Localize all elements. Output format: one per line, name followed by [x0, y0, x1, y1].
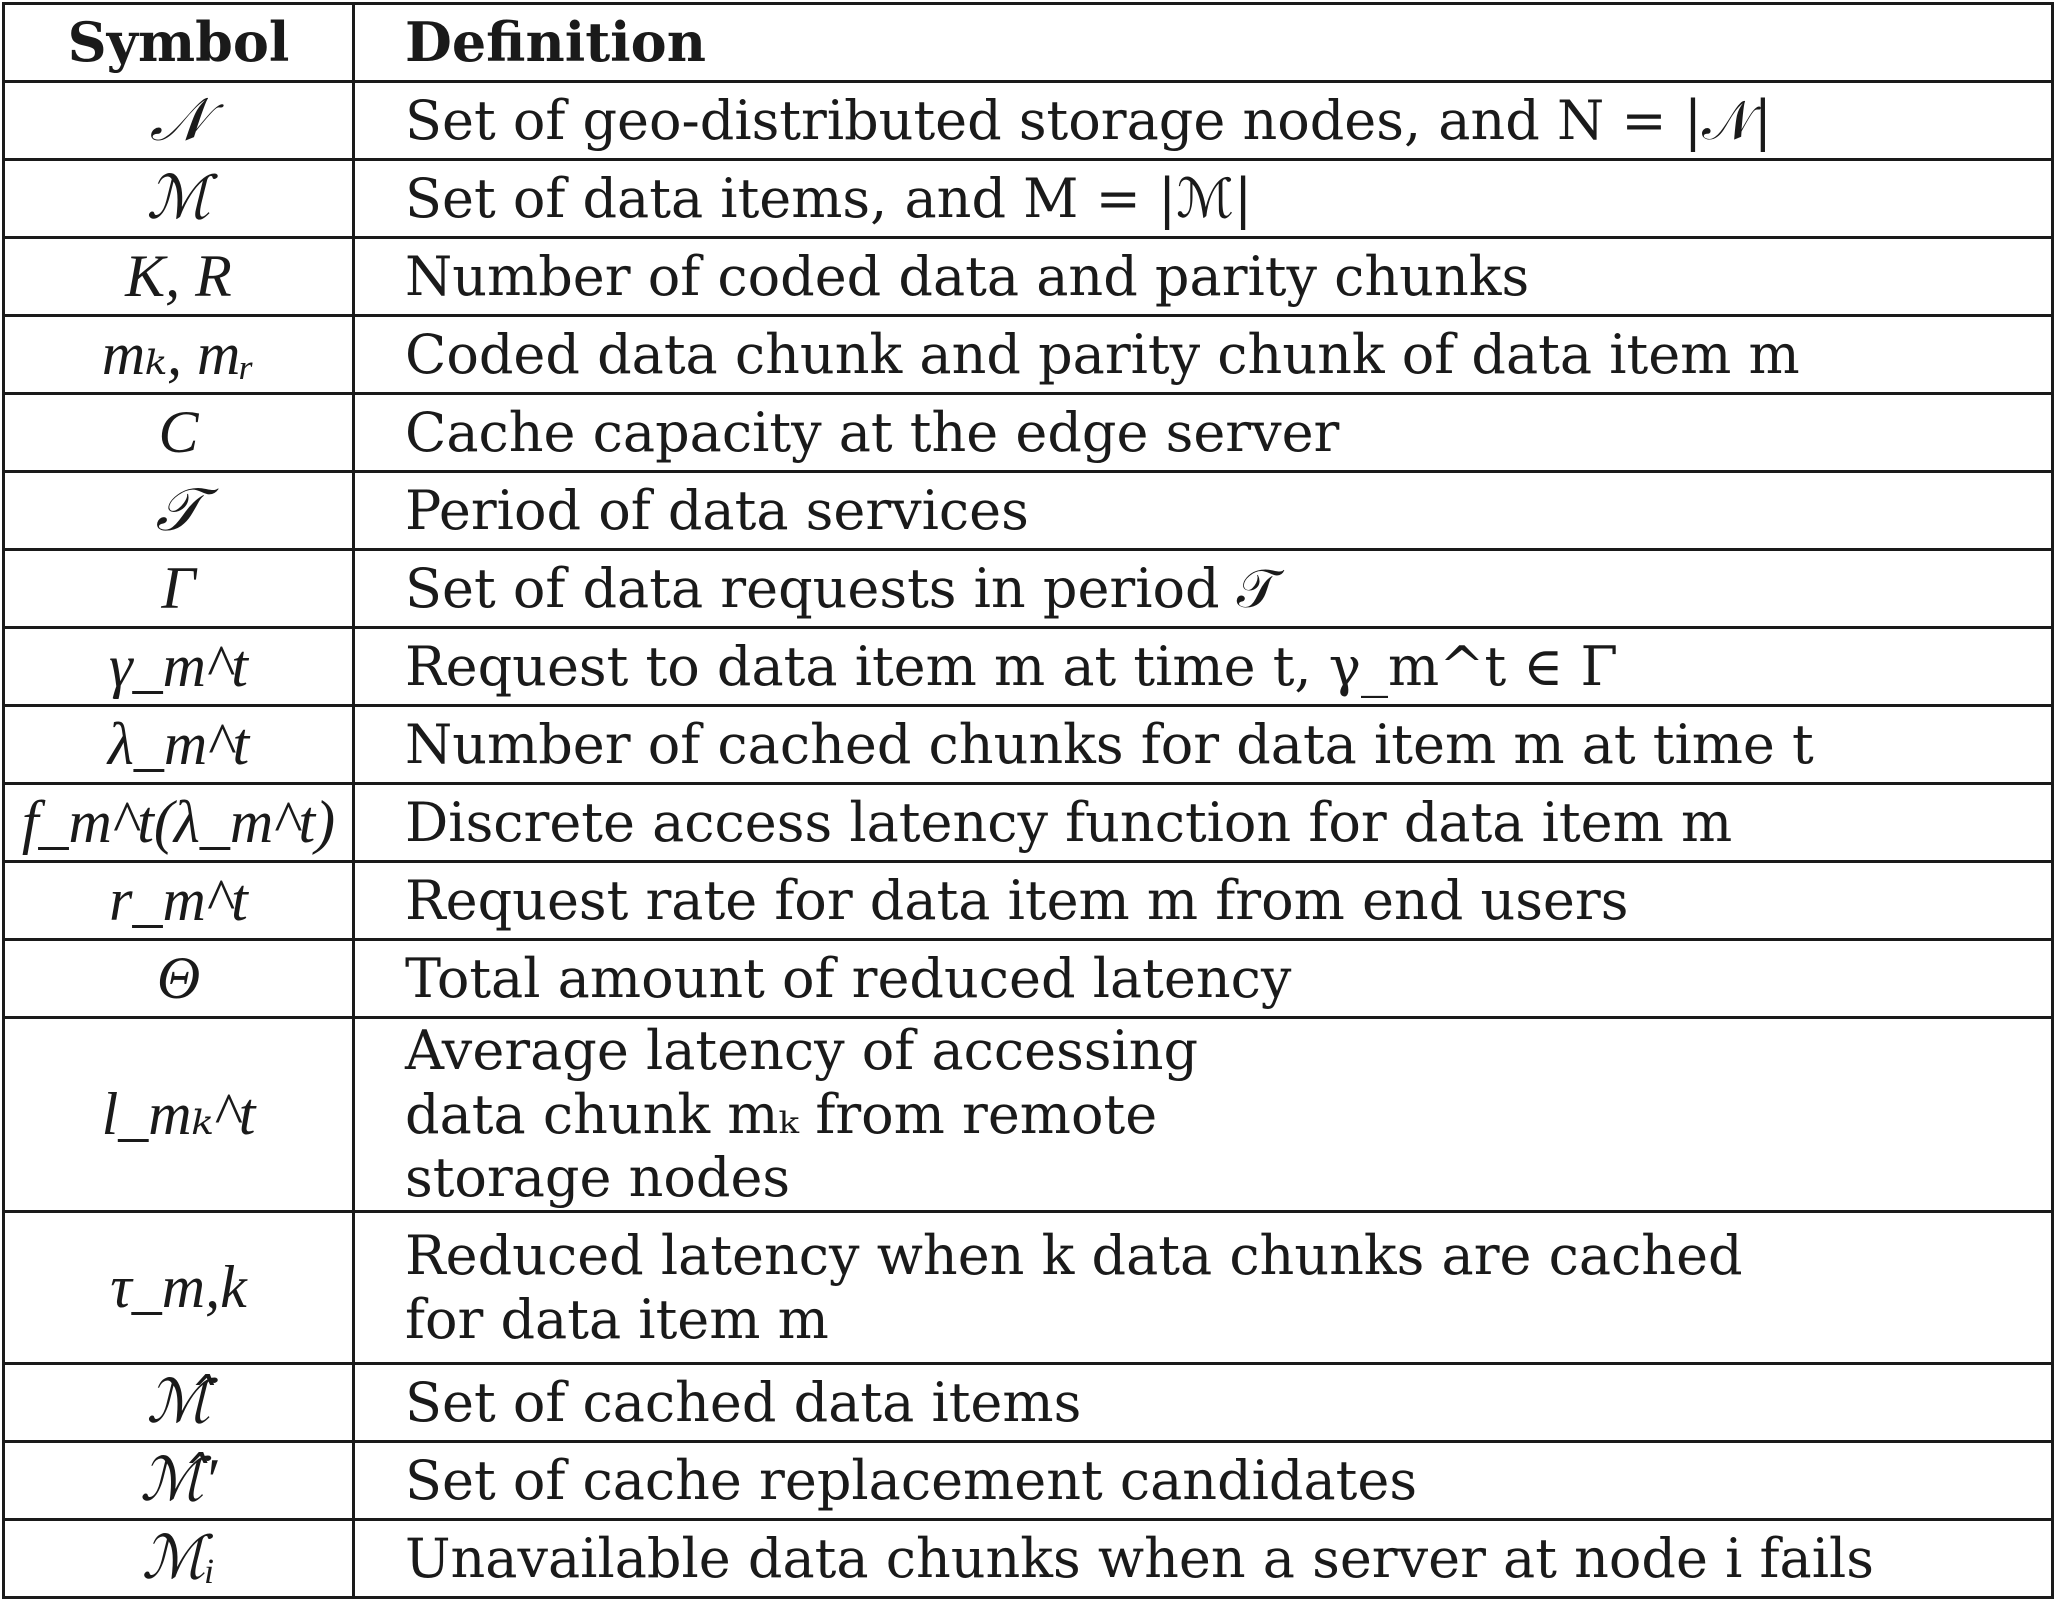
table-row: f_m^t(λ_m^t)Discrete access latency func… [2, 782, 2054, 863]
table-row: ℳ̂′Set of cache replacement candidates [2, 1440, 2054, 1522]
column-header-symbol: Symbol [2, 2, 355, 83]
definition-cell: Number of coded data and parity chunks [352, 236, 2054, 317]
definition-cell: Coded data chunk and parity chunk of dat… [352, 314, 2054, 395]
symbol-cell: τ_m,k [2, 1210, 355, 1366]
definition-cell: Request rate for data item m from end us… [352, 860, 2054, 941]
symbol-cell: Γ [2, 548, 355, 629]
symbol-cell: K, R [2, 236, 355, 317]
symbol-cell: ℳ̂ [2, 1362, 355, 1444]
definition-cell: Total amount of reduced latency [352, 938, 2054, 1019]
definition-cell: Period of data services [352, 470, 2054, 551]
symbol-cell: Θ [2, 938, 355, 1019]
definition-cell: Average latency of accessing data chunk … [352, 1015, 2054, 1214]
symbol-cell: ℳᵢ [2, 1518, 355, 1599]
symbol-cell: C [2, 392, 355, 473]
definition-cell: Unavailable data chunks when a server at… [352, 1518, 2054, 1599]
definition-cell: Set of geo-distributed storage nodes, an… [352, 80, 2054, 161]
symbol-cell: f_m^t(λ_m^t) [2, 782, 355, 863]
column-header-definition: Definition [352, 2, 2054, 83]
symbol-cell: l_mₖ^t [2, 1015, 355, 1214]
definition-cell: Discrete access latency function for dat… [352, 782, 2054, 863]
symbol-cell: 𝒯 [2, 470, 355, 551]
symbol-cell: r_m^t [2, 860, 355, 941]
definition-cell: Set of cached data items [352, 1362, 2054, 1444]
symbol-cell: λ_m^t [2, 704, 355, 785]
definition-cell: Number of cached chunks for data item m … [352, 704, 2054, 785]
definition-cell: Cache capacity at the edge server [352, 392, 2054, 473]
header-row: Symbol Definition [2, 2, 2054, 83]
symbol-cell: ℳ̂′ [2, 1440, 355, 1522]
definition-cell: Request to data item m at time t, γ_m^t … [352, 626, 2054, 707]
symbol-cell: 𝒩 [2, 80, 355, 161]
definition-cell: Set of data requests in period 𝒯 [352, 548, 2054, 629]
definition-cell: Reduced latency when k data chunks are c… [352, 1210, 2054, 1366]
symbol-cell: mₖ, mᵣ [2, 314, 355, 395]
table-row: ℳ̂Set of cached data items [2, 1362, 2054, 1444]
definition-cell: Set of data items, and M = |ℳ| [352, 158, 2054, 239]
symbol-cell: ℳ [2, 158, 355, 239]
symbol-cell: γ_m^t [2, 626, 355, 707]
definition-cell: Set of cache replacement candidates [352, 1440, 2054, 1522]
